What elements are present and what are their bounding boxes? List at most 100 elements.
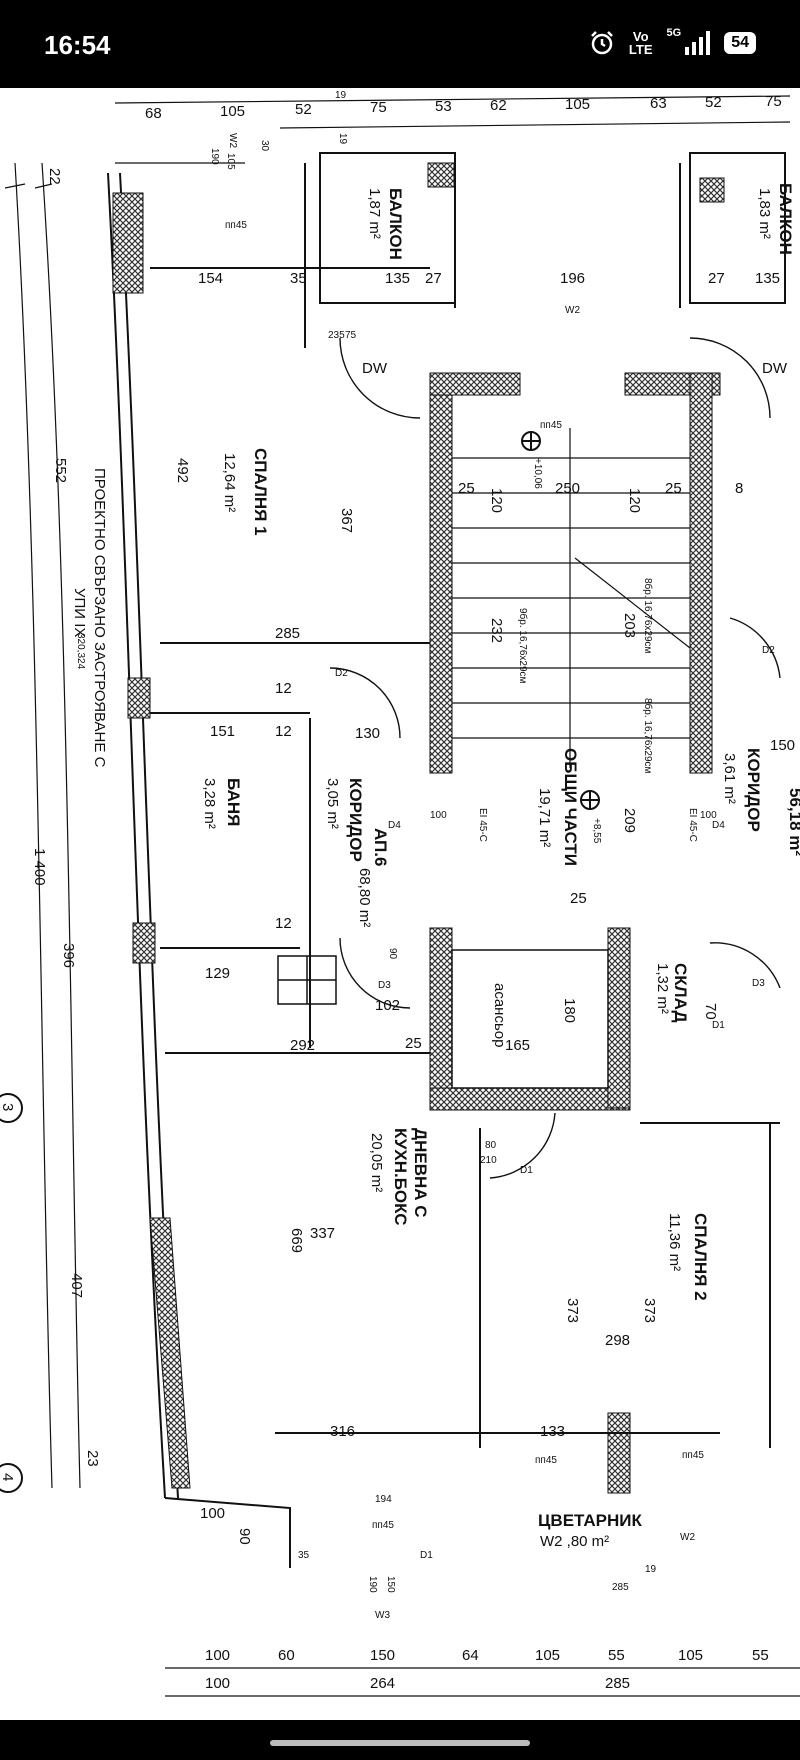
sill-pp45: пп45 — [225, 220, 247, 231]
dim-285: 285 — [275, 625, 300, 642]
top-small-dim: 27 — [425, 270, 442, 287]
door-d4: D4 — [388, 820, 401, 831]
left-dim: 22 — [46, 168, 63, 185]
status-bar: 16:54 Vo LTE 5G 54 — [0, 0, 800, 88]
fire-rating-2: EI 45-C — [687, 808, 698, 842]
door-75: 75 — [345, 330, 357, 341]
network-type: 5G — [666, 27, 682, 39]
bottom-dim: 100 — [205, 1675, 230, 1692]
bottom-small-dim: 150 — [385, 1576, 396, 1593]
window-w2-b: W2 — [680, 1532, 695, 1543]
dim-209: 209 — [621, 808, 638, 833]
room-dnevna-area: 20,05 m² — [368, 1133, 385, 1192]
dim-367: 367 — [338, 508, 355, 533]
axis-3-label: 3 — [0, 1103, 16, 1111]
top-dim: 52 — [705, 94, 722, 111]
axis-markers — [0, 1093, 23, 1493]
dim-129: 129 — [205, 965, 230, 982]
dim-12: 12 — [275, 723, 292, 740]
home-gesture-bar[interactable] — [270, 1740, 530, 1746]
top-small-dim: 35 — [290, 270, 307, 287]
top-dim: 63 — [650, 95, 667, 112]
door-width-100-b: 100 — [700, 810, 717, 821]
bottom-dim: 64 — [462, 1647, 479, 1664]
side-note-line1: ПРОЕКТНО СВЪРЗАНО ЗАСТРОЯВАНЕ С — [91, 468, 108, 768]
room-spalnya2-name: СПАЛНЯ 2 — [691, 1213, 710, 1301]
dim-232: 232 — [488, 618, 505, 643]
room-koridor-right-name: КОРИДОР — [744, 748, 763, 832]
side-note-sub: 320,324 — [75, 633, 86, 670]
left-dim: 23 — [84, 1450, 101, 1467]
door-dw-right: DW — [762, 360, 788, 377]
bottom-dim: 55 — [608, 1647, 625, 1664]
volte-bottom: LTE — [628, 42, 653, 57]
door-swings — [329, 337, 781, 1179]
window-w2: W2 — [565, 305, 580, 316]
stairs-label-3: 8бр. 16,76х29см — [642, 698, 654, 774]
room-ap6-area: 68,80 m² — [356, 868, 373, 927]
left-dimension-lines — [4, 162, 81, 1489]
dim-120: 120 — [488, 488, 505, 513]
bottom-dimension-lines — [165, 1667, 800, 1697]
room-spalnya2-area: 11,36 m² — [666, 1213, 683, 1271]
dim-25: 25 — [405, 1035, 422, 1052]
dim-373: 373 — [564, 1298, 581, 1323]
top-dim: 68 — [145, 105, 162, 122]
dim-12: 12 — [275, 680, 292, 697]
room-koridor-ap-area: 3,05 m² — [324, 778, 341, 829]
door-d1: D1 — [520, 1165, 533, 1176]
bottom-small-dim: 190 — [367, 1576, 378, 1593]
dim-373: 373 — [641, 1298, 658, 1323]
room-obshti-area: 19,71 m² — [536, 788, 553, 847]
dim-669: 669 — [288, 1228, 305, 1253]
room-spalnya1-area: 12,64 m² — [221, 453, 238, 512]
room-balkon-left-name: БАЛКОН — [386, 188, 405, 260]
axis-4-label: 4 — [0, 1473, 16, 1481]
interior-walls — [150, 152, 786, 1448]
bottom-small-dim: 19 — [645, 1564, 657, 1575]
dim-25: 25 — [570, 890, 587, 907]
battery-indicator: 54 — [724, 32, 756, 54]
dim-151: 151 — [210, 723, 235, 740]
bottom-dim: 55 — [752, 1647, 769, 1664]
dim-70: 70 — [702, 1003, 719, 1020]
door-d3: D3 — [378, 980, 391, 991]
alarm-clock-icon — [591, 31, 613, 55]
top-small-dim: 105 — [225, 153, 236, 170]
top-dim: 62 — [490, 97, 507, 114]
dim-492: 492 — [174, 458, 191, 483]
floor-plan-image[interactable]: СПАЛНЯ 1 12,64 m² СПАЛНЯ 2 11,36 m² БАНЯ… — [0, 88, 800, 1720]
volte-indicator: Vo LTE — [629, 30, 653, 56]
sill-pp45-e: пп45 — [682, 1450, 704, 1461]
wall-hatched-blocks — [112, 162, 725, 1494]
dim-180: 180 — [561, 998, 578, 1023]
floor-plan-drawing: СПАЛНЯ 1 12,64 m² СПАЛНЯ 2 11,36 m² БАНЯ… — [0, 90, 800, 1697]
room-banya-name: БАНЯ — [224, 778, 243, 826]
sill-pp45-c: пп45 — [535, 1455, 557, 1466]
door-d2: D2 — [335, 668, 348, 679]
bottom-small-dim: 90 — [236, 1528, 253, 1545]
left-dim: 1 400 — [31, 848, 48, 886]
dim-130: 130 — [355, 725, 380, 742]
bottom-small-dim: 194 — [375, 1494, 392, 1505]
dim-150: 150 — [770, 737, 795, 754]
top-small-dim: 19 — [335, 90, 347, 101]
top-dim: 105 — [220, 103, 245, 120]
staircase — [452, 428, 691, 768]
dim-25: 25 — [665, 480, 682, 497]
dim-337: 337 — [310, 1225, 335, 1242]
bottom-dim: 105 — [678, 1647, 703, 1664]
stairs-label-1: 9бр. 16,76х29см — [517, 608, 529, 684]
left-dim: 396 — [60, 943, 77, 968]
bottom-small-dim: 100 — [200, 1505, 225, 1522]
kitchen-fixtures — [277, 955, 337, 1005]
dim-8: 8 — [735, 480, 743, 497]
dim-120: 120 — [626, 488, 643, 513]
top-dim: 52 — [295, 101, 312, 118]
room-banya-area: 3,28 m² — [201, 778, 218, 829]
fire-rating-1: EI 45-C — [477, 808, 488, 842]
room-sklad-name: СКЛАД — [671, 963, 690, 1023]
bottom-small-dim: 35 — [298, 1550, 310, 1561]
door-d2-b: D2 — [762, 645, 775, 656]
door-235: 235 — [328, 330, 345, 341]
